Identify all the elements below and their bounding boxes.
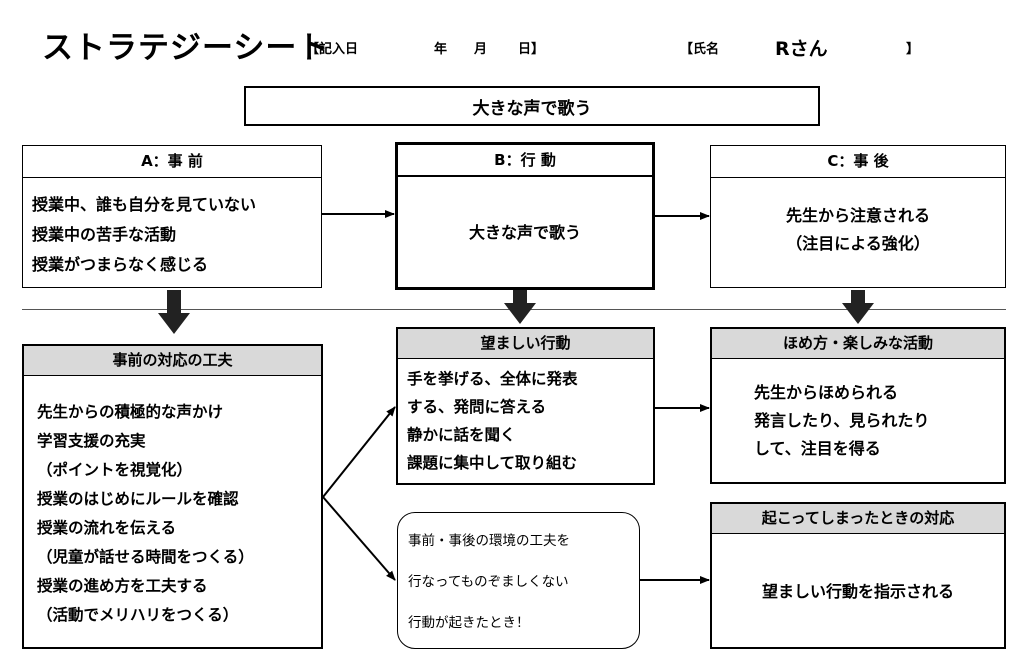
condition-item: 行動が起きたとき！ bbox=[408, 615, 530, 631]
condition-item: 行なってものぞましくない bbox=[408, 574, 569, 590]
date-open-label: 【記入日 bbox=[306, 42, 359, 57]
desired-behavior-item: する、発問に答える bbox=[407, 398, 547, 416]
consequence-item: （注目による強化） bbox=[786, 234, 930, 253]
down-arrow-behavior bbox=[504, 290, 536, 324]
antecedent-item: 授業がつまらなく感じる bbox=[32, 255, 209, 274]
day-close-label: 日】 bbox=[518, 42, 545, 57]
consequence-body: 先生から注意される （注目による強化） bbox=[711, 178, 1005, 258]
desired-behavior-item: 課題に集中して取り組む bbox=[407, 454, 578, 472]
arrow-prevention-to-condition bbox=[322, 496, 396, 581]
target-behavior-text: 大きな声で歌う bbox=[472, 98, 592, 119]
down-arrow-consequence bbox=[842, 290, 874, 324]
praise-item: 先生からほめられる bbox=[754, 383, 899, 402]
behavior-box: B：行 動 大きな声で歌う bbox=[395, 142, 655, 290]
prevention-box: 事前の対応の工夫 先生からの積極的な声かけ 学習支援の充実 （ポイントを視覚化）… bbox=[22, 344, 323, 649]
consequence-item: 先生から注意される bbox=[785, 206, 930, 225]
praise-box: ほめ方・楽しみな活動 先生からほめられる 発言したり、見られたり して、注目を得… bbox=[710, 327, 1006, 484]
response-text: 望ましい行動を指示される bbox=[761, 582, 954, 601]
condition-box: 事前・事後の環境の工夫を 行なってものぞましくない 行動が起きたとき！ bbox=[397, 512, 640, 649]
antecedent-box: A：事 前 授業中、誰も自分を見ていない 授業中の苦手な活動 授業がつまらなく感… bbox=[22, 145, 322, 288]
behavior-header: B：行 動 bbox=[398, 145, 652, 177]
antecedent-header: A：事 前 bbox=[23, 146, 321, 178]
page-title: ストラテジーシート bbox=[42, 30, 330, 66]
praise-item: 発言したり、見られたり bbox=[754, 411, 930, 430]
antecedent-item: 授業中の苦手な活動 bbox=[32, 225, 177, 244]
student-name: Rさん bbox=[775, 38, 828, 60]
antecedent-list: 授業中、誰も自分を見ていない 授業中の苦手な活動 授業がつまらなく感じる bbox=[23, 178, 321, 280]
month-label: 月 bbox=[474, 42, 488, 57]
response-body: 望ましい行動を指示される bbox=[712, 534, 1004, 646]
behavior-body: 大きな声で歌う bbox=[398, 177, 652, 285]
prevention-item: 学習支援の充実 bbox=[37, 432, 146, 450]
praise-list: 先生からほめられる 発言したり、見られたり して、注目を得る bbox=[712, 359, 1004, 463]
down-arrow-antecedent bbox=[158, 290, 190, 334]
arrow-prevention-to-desired bbox=[322, 406, 396, 498]
desired-behavior-box: 望ましい行動 手を挙げる、全体に発表 する、発問に答える 静かに話を聞く 課題に… bbox=[396, 327, 655, 485]
condition-list: 事前・事後の環境の工夫を 行なってものぞましくない 行動が起きたとき！ bbox=[398, 513, 639, 644]
response-header: 起こってしまったときの対応 bbox=[712, 504, 1004, 534]
name-open-label: 【氏名 bbox=[680, 42, 720, 57]
prevention-item: （活動でメリハリをつくる） bbox=[37, 606, 239, 624]
name-close-label: 】 bbox=[906, 42, 920, 57]
prevention-item: 授業の進め方を工夫する bbox=[37, 577, 208, 595]
desired-behavior-item: 静かに話を聞く bbox=[407, 426, 516, 444]
desired-behavior-list: 手を挙げる、全体に発表 する、発問に答える 静かに話を聞く 課題に集中して取り組… bbox=[398, 359, 653, 477]
praise-item: して、注目を得る bbox=[754, 439, 881, 458]
prevention-item: 授業の流れを伝える bbox=[37, 519, 177, 537]
antecedent-item: 授業中、誰も自分を見ていない bbox=[32, 195, 257, 214]
prevention-header: 事前の対応の工夫 bbox=[24, 346, 321, 376]
consequence-box: C：事 後 先生から注意される （注目による強化） bbox=[710, 145, 1006, 288]
condition-item: 事前・事後の環境の工夫を bbox=[408, 533, 570, 549]
prevention-item: 授業のはじめにルールを確認 bbox=[37, 490, 239, 508]
prevention-list: 先生からの積極的な声かけ 学習支援の充実 （ポイントを視覚化） 授業のはじめにル… bbox=[24, 376, 321, 630]
consequence-header: C：事 後 bbox=[711, 146, 1005, 178]
praise-header: ほめ方・楽しみな活動 bbox=[712, 329, 1004, 359]
target-behavior-box: 大きな声で歌う bbox=[244, 86, 820, 126]
prevention-item: 先生からの積極的な声かけ bbox=[37, 403, 224, 421]
prevention-item: （児童が話せる時間をつくる） bbox=[37, 548, 254, 566]
year-label: 年 bbox=[434, 42, 448, 57]
prevention-item: （ポイントを視覚化） bbox=[37, 461, 193, 479]
behavior-text: 大きな声で歌う bbox=[468, 223, 581, 242]
desired-behavior-item: 手を挙げる、全体に発表 bbox=[407, 370, 578, 388]
desired-behavior-header: 望ましい行動 bbox=[398, 329, 653, 359]
response-box: 起こってしまったときの対応 望ましい行動を指示される bbox=[710, 502, 1006, 649]
